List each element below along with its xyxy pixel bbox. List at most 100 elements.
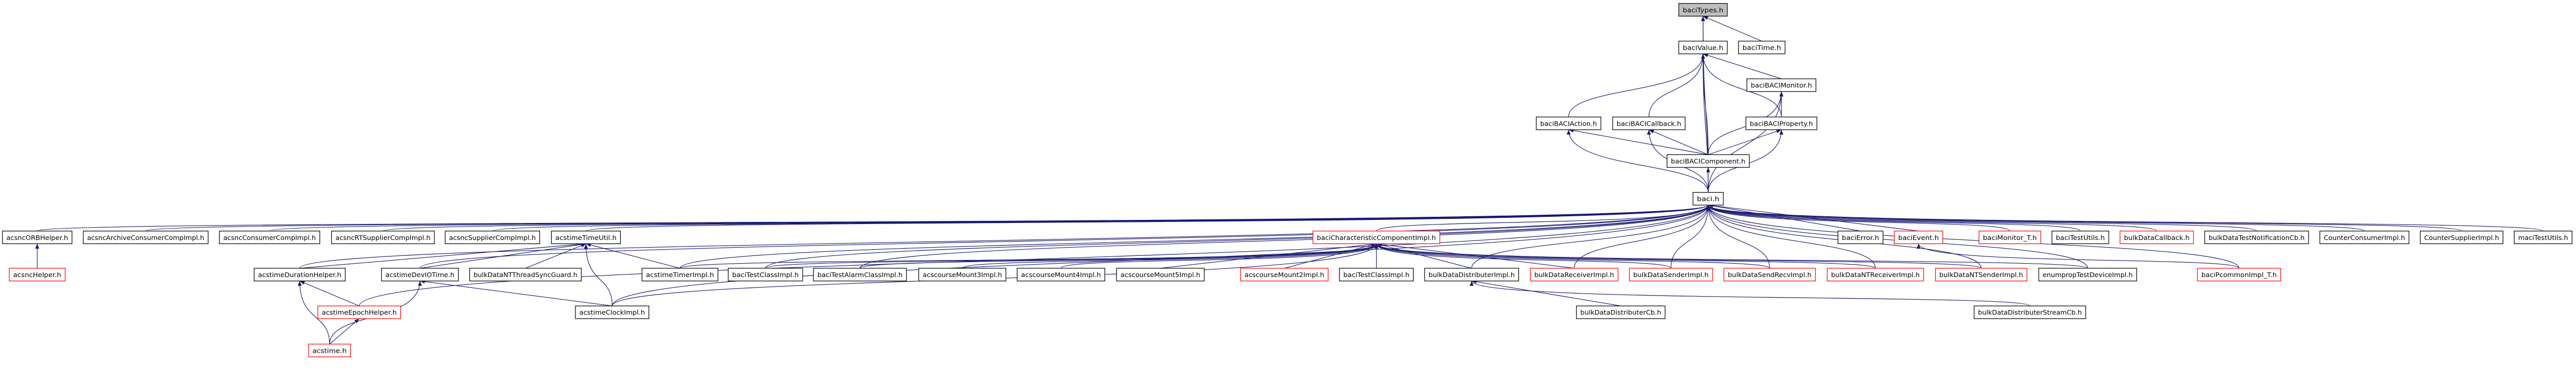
node-acsnc-helper[interactable]: acsncHelper.h [9, 268, 66, 282]
node-bulk-data-test-notification-cb[interactable]: bulkDataTestNotificationCb.h [2204, 231, 2309, 244]
node-box [2420, 231, 2503, 244]
node-baci-bacicallback[interactable]: baciBACICallback.h [1612, 116, 1686, 130]
node-bulk-data-send-recv-impl[interactable]: bulkDataSendRecvImpl.h [1723, 268, 1816, 282]
node-box [2514, 231, 2572, 244]
node-enumprop-test-device-impl[interactable]: enumpropTestDeviceImpl.h [2038, 268, 2137, 282]
node-box [575, 305, 650, 319]
node-box [2052, 231, 2109, 244]
node-acsnc-archive-consumer-comp-impl[interactable]: acsncArchiveConsumerCompImpl.h [82, 231, 209, 244]
node-box [1894, 231, 1943, 244]
node-label: baciTime.h [1742, 44, 1781, 51]
node-box [1339, 268, 1414, 282]
edge-baci-pcommon-impl-t-to-baci [1706, 205, 2240, 268]
node-baci-test-utils[interactable]: baciTestUtils.h [2052, 231, 2109, 244]
node-baci-event[interactable]: baciEvent.h [1894, 231, 1943, 244]
node-acsnc-orbhelper[interactable]: acsncORBHelper.h [2, 231, 73, 244]
node-baci-error[interactable]: baciError.h [1837, 231, 1884, 244]
node-box [1935, 268, 2027, 282]
node-box [1692, 192, 1724, 205]
node-acsnc-rtsupplier-comp-impl[interactable]: acsncRTSupplierCompImpl.h [331, 231, 435, 244]
edge-enumprop-test-device-impl-to-baci-characteristic-component-impl [1375, 243, 2088, 269]
node-box [1240, 268, 1329, 282]
node-label: baci.h [1697, 196, 1720, 203]
node-label: acstime.h [312, 347, 347, 354]
node-baci-bacicomponent[interactable]: baciBACIComponent.h [1667, 154, 1750, 168]
node-box [1974, 305, 2087, 319]
node-acscourse-mount2-impl[interactable]: acscourseMount2Impl.h [1240, 268, 1329, 282]
edge-acstime-timer-impl-to-baci [680, 205, 1710, 269]
node-acstime-epoch-helper[interactable]: acstimeEpochHelper.h [317, 305, 401, 319]
node-box [2, 231, 73, 244]
node-bulk-data-sender-impl[interactable]: bulkDataSenderImpl.h [1629, 268, 1713, 282]
node-acsnc-supplier-comp-impl[interactable]: acsncSupplierCompImpl.h [445, 231, 540, 244]
edge-bulk-data-callback-to-baci [1706, 205, 2157, 232]
node-acstime-time-util[interactable]: acstimeTimeUtil.h [551, 231, 621, 244]
node-box [82, 231, 209, 244]
node-acsnc-consumer-comp-impl[interactable]: acsncConsumerCompImpl.h [219, 231, 320, 244]
node-baci-monitor-t[interactable]: baciMonitor_T.h [1978, 231, 2041, 244]
node-box [2319, 231, 2410, 244]
edge-acstime-to-acstime-duration-helper [297, 281, 330, 344]
node-label: baciValue.h [1683, 44, 1723, 51]
edge-bulk-data-distributer-impl-to-baci-characteristic-component-impl [1376, 243, 1472, 269]
edge-baci-pcommon-impl-t-to-baci-event [1917, 244, 2240, 269]
edge-acscourse-mount2-impl-to-baci-characteristic-component-impl [1284, 243, 1377, 269]
node-label: bulkDataReceiverImpl.h [1534, 271, 1614, 279]
node-baci-time[interactable]: baciTime.h [1738, 41, 1786, 55]
node-label: baciTestAlarmClassImpl.h [817, 271, 902, 279]
node-acscourse-mount4-impl[interactable]: acscourseMount4Impl.h [1016, 268, 1106, 282]
node-baci-characteristic-component-impl[interactable]: baciCharacteristicComponentImpl.h [1312, 231, 1440, 244]
node-bulk-data-distributer-stream-cb[interactable]: bulkDataDistributerStreamCb.h [1974, 305, 2087, 319]
edge-acstime-dev-iotime-to-acstime-time-util [420, 243, 586, 269]
edge-bulk-data-ntthread-sync-guard-to-acstime-time-util [525, 243, 586, 269]
node-baci-baciaction[interactable]: baciBACIAction.h [1536, 116, 1601, 130]
node-bulk-data-callback[interactable]: bulkDataCallback.h [2120, 231, 2194, 244]
node-label: acstimeTimerImpl.h [646, 271, 714, 279]
edge-acsnc-archive-consumer-comp-impl-to-baci [145, 204, 1710, 232]
node-bulk-data-ntreceiver-impl[interactable]: bulkDataNTReceiverImpl.h [1826, 268, 1924, 282]
node-counter-consumer-impl[interactable]: CounterConsumerImpl.h [2319, 231, 2410, 244]
edge-acstime-time-util-to-baci [585, 204, 1710, 232]
node-box [445, 231, 540, 244]
edge-acscourse-mount5-impl-to-baci-characteristic-component-impl [1160, 242, 1377, 269]
node-maci-test-utils[interactable]: maciTestUtils.h [2514, 231, 2572, 244]
node-baci-test-alarm-class-impl[interactable]: baciTestAlarmClassImpl.h [813, 268, 907, 282]
edge-baci-test-class-impl-to-baci-characteristic-component-impl [765, 243, 1379, 269]
edge-maci-test-utils-to-baci [1706, 204, 2544, 232]
node-bulk-data-receiver-impl[interactable]: bulkDataReceiverImpl.h [1530, 268, 1619, 282]
node-box [1629, 268, 1713, 282]
node-counter-supplier-impl[interactable]: CounterSupplierImpl.h [2420, 231, 2503, 244]
node-box [2038, 268, 2137, 282]
node-acstime-duration-helper[interactable]: acstimeDurationHelper.h [253, 268, 346, 282]
node-label: enumpropTestDeviceImpl.h [2043, 271, 2133, 279]
node-acstime-dev-iotime[interactable]: acstimeDevIOTime.h [381, 268, 459, 282]
edge-acsnc-consumer-comp-impl-to-baci [269, 204, 1710, 232]
node-baci[interactable]: baci.h [1692, 192, 1724, 205]
node-baci-bacimonitor[interactable]: baciBACIMonitor.h [1747, 78, 1817, 92]
node-baci-test-class-impl[interactable]: baciTestClassImpl.h [727, 268, 803, 282]
node-bulk-data-distributer-cb[interactable]: bulkDataDistributerCb.h [1576, 305, 1666, 319]
edge-counter-supplier-impl-to-baci [1706, 204, 2462, 232]
edge-baci-to-baci-baciaction [1566, 129, 1709, 193]
node-bulk-data-ntsender-impl[interactable]: bulkDataNTSenderImpl.h [1935, 268, 2027, 282]
node-label: bulkDataNTReceiverImpl.h [1831, 271, 1920, 279]
node-bulk-data-ntthread-sync-guard[interactable]: bulkDataNTThreadSyncGuard.h [469, 268, 582, 282]
node-acstime-timer-impl[interactable]: acstimeTimerImpl.h [641, 268, 719, 282]
node-label: bulkDataSenderImpl.h [1633, 271, 1708, 279]
node-baci-types[interactable]: baciTypes.h [1678, 3, 1728, 16]
node-bulk-data-distributer-impl[interactable]: bulkDataDistributerImpl.h [1424, 268, 1519, 282]
node-label: bulkDataDistributerCb.h [1580, 309, 1661, 316]
node-baci-test-class-impl2[interactable]: baciTestClassImpl.h [1339, 268, 1414, 282]
node-box [1016, 268, 1106, 282]
node-acstime[interactable]: acstime.h [308, 343, 351, 357]
node-acscourse-mount5-impl[interactable]: acscourseMount5Impl.h [1116, 268, 1205, 282]
node-baci-value[interactable]: baciValue.h [1678, 41, 1728, 55]
node-acstime-clock-impl[interactable]: acstimeClockImpl.h [575, 305, 650, 319]
node-baci-baciproperty[interactable]: baciBACIProperty.h [1745, 116, 1818, 130]
node-acscourse-mount3-impl[interactable]: acscourseMount3Impl.h [918, 268, 1007, 282]
node-box [2197, 268, 2281, 282]
node-baci-pcommon-impl-t[interactable]: baciPcommonImpl_T.h [2197, 268, 2281, 282]
node-label: baciBACIProperty.h [1750, 120, 1813, 127]
edge-baci-baciproperty-to-baci-value [1701, 54, 1782, 117]
edge-baci-bacicallback-to-baci-value [1648, 54, 1705, 117]
